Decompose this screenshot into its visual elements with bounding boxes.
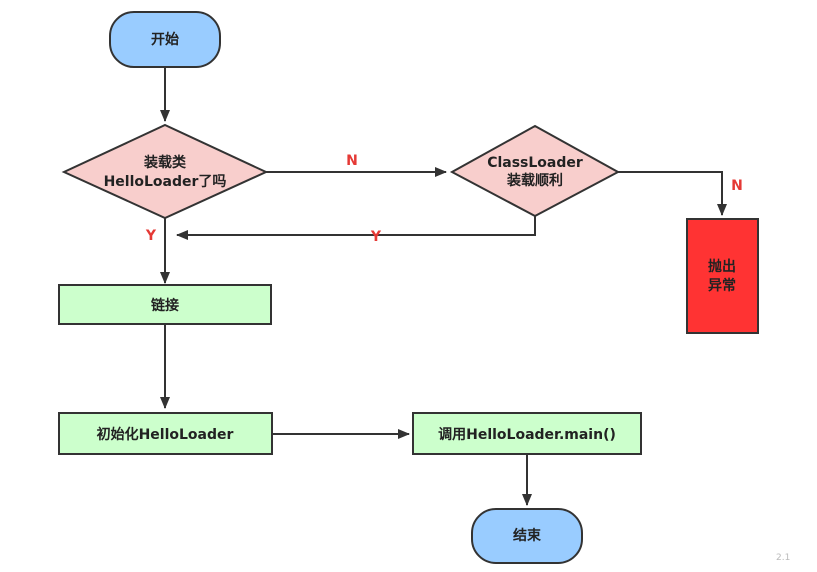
exception-line1: 抛出 (708, 258, 736, 275)
link-shape (58, 284, 272, 325)
exception-node: 抛出 异常 (686, 218, 759, 334)
call-main-label: 调用HelloLoader.main() (438, 427, 616, 443)
end-label: 结束 (513, 527, 542, 544)
watermark-text: 2.1 (776, 553, 790, 563)
init-label: 初始化HelloLoader (97, 426, 234, 443)
arrow-classloader-no-to-exception (618, 171, 727, 216)
link-label: 链接 (151, 297, 179, 314)
decision-check-loaded-shape (61, 123, 269, 220)
decision-check-loaded-line1: 装载类 (143, 154, 187, 171)
edge-label-classloader-yes: Y (370, 229, 382, 245)
edge-label-classloader-no: N (731, 178, 743, 194)
decision-classloader-line2: 装载顺利 (506, 172, 563, 189)
start-label: 开始 (151, 31, 179, 48)
arrow-classloader-yes-back (176, 216, 536, 240)
decision-check-loaded: 装载类 HelloLoader了吗 (61, 123, 269, 220)
link-node: 链接 (58, 284, 272, 325)
start-shape (109, 11, 221, 68)
decision-classloader-shape (449, 124, 621, 218)
edge-label-check-yes: Y (145, 228, 157, 244)
init-node: 初始化HelloLoader (58, 412, 273, 455)
decision-classloader: ClassLoader 装载顺利 (449, 124, 621, 218)
exception-shape (686, 218, 759, 334)
init-shape (58, 412, 273, 455)
edge-label-check-no: N (346, 153, 358, 169)
exception-line2: 异常 (708, 277, 736, 294)
end-node: 结束 (471, 508, 583, 564)
start-node: 开始 (109, 11, 221, 68)
call-main-node: 调用HelloLoader.main() (412, 412, 642, 455)
call-main-shape (412, 412, 642, 455)
end-shape (471, 508, 583, 564)
connectors (160, 67, 727, 506)
decision-check-loaded-line2: HelloLoader了吗 (104, 174, 227, 190)
decision-classloader-line1: ClassLoader (487, 155, 583, 171)
